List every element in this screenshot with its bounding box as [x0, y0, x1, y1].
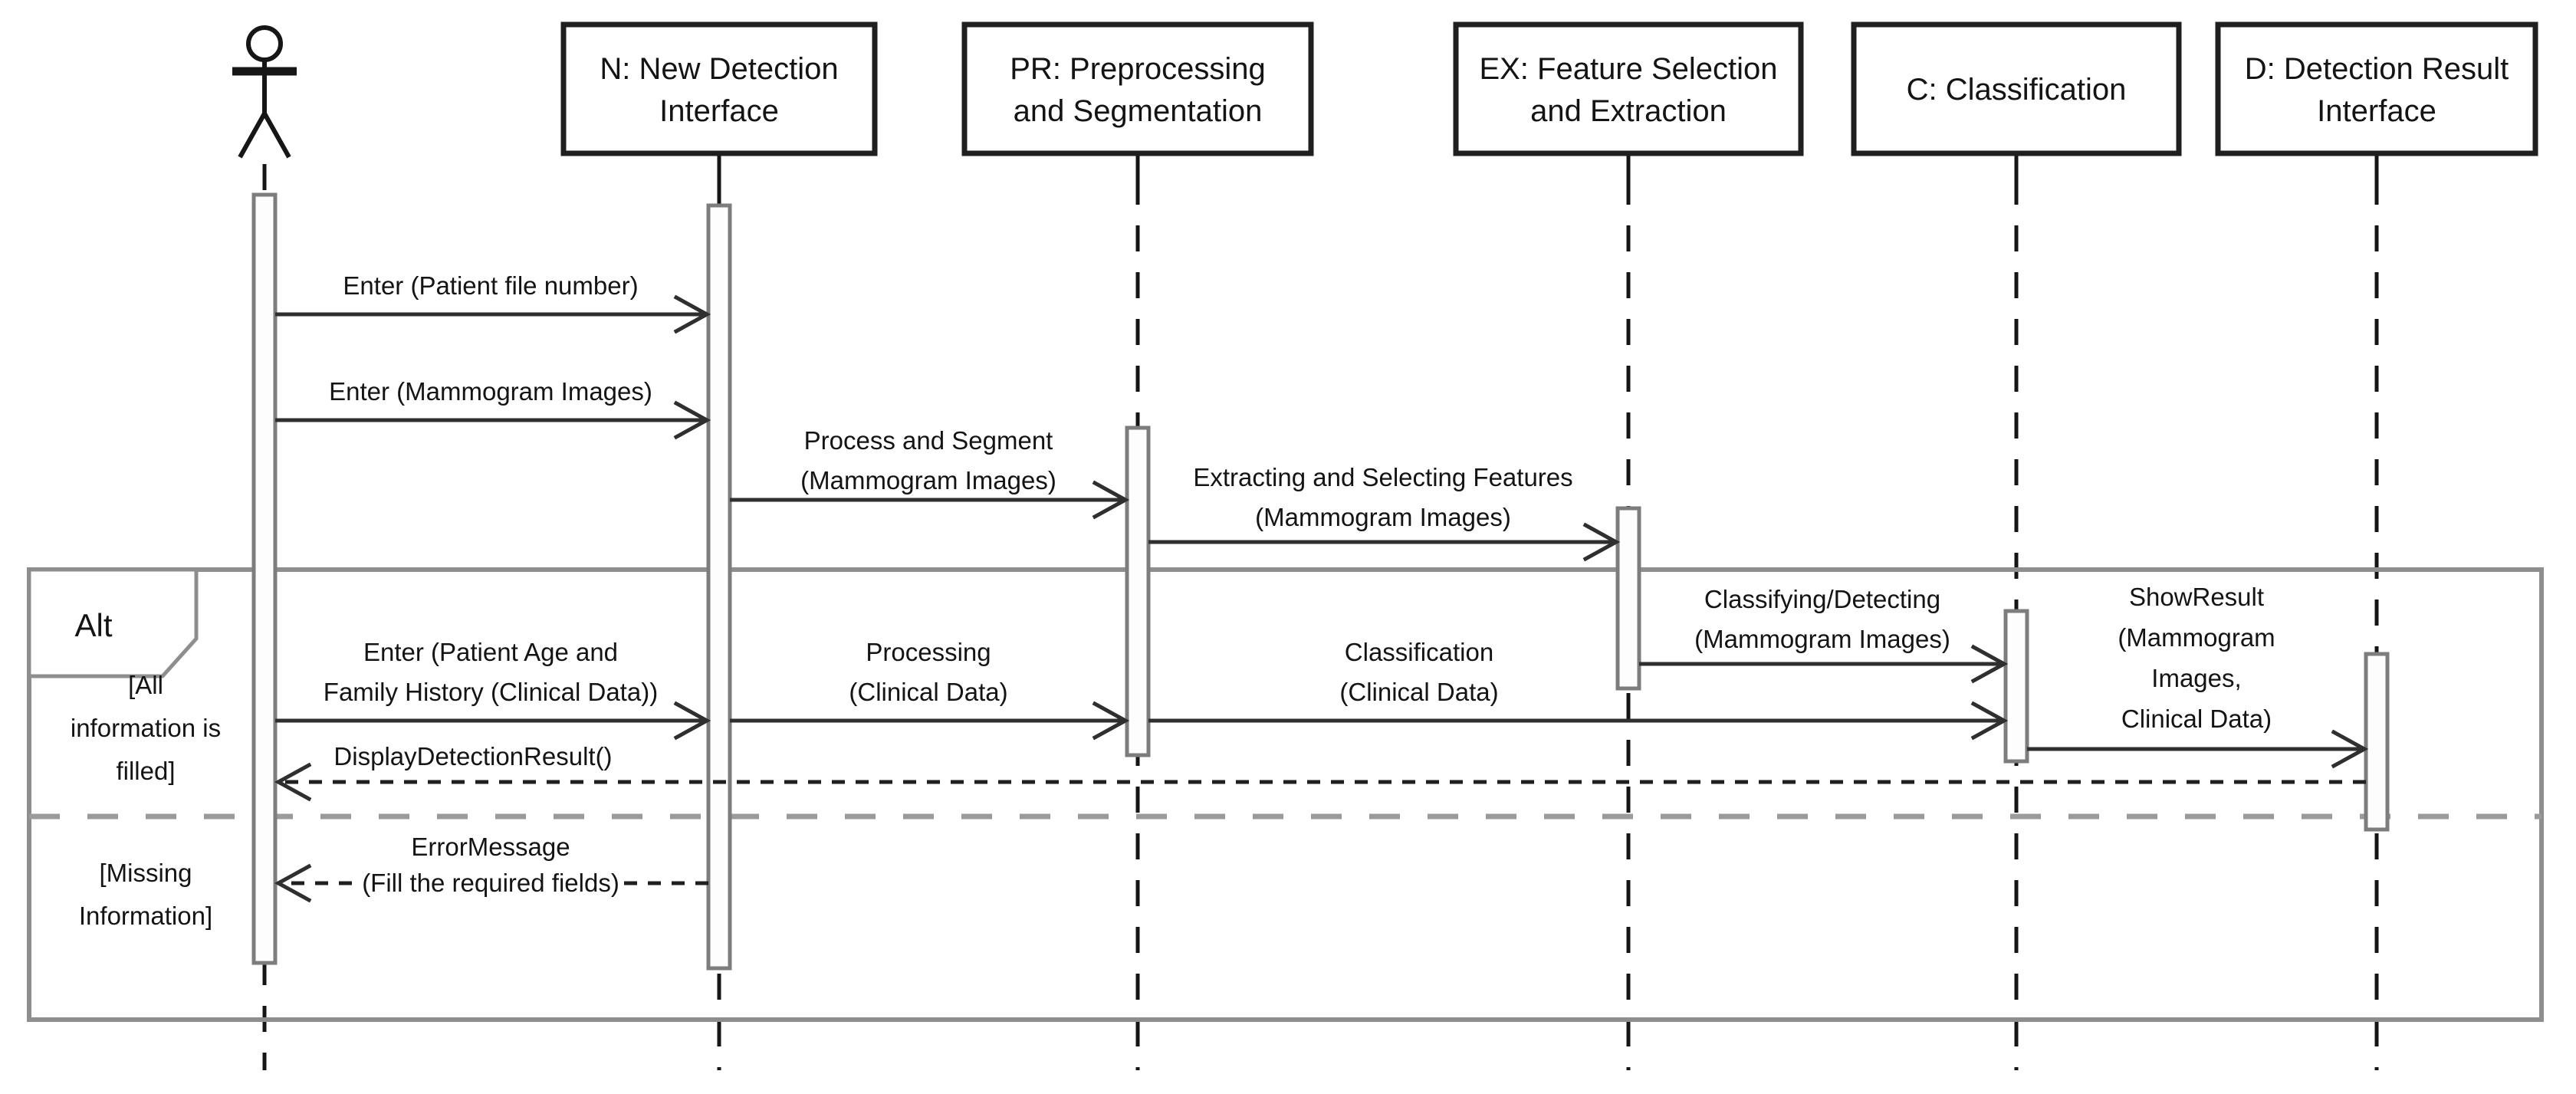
message-label: DisplayDetectionResult() — [334, 742, 612, 770]
message-label: Enter (Patient file number) — [343, 271, 638, 300]
activations — [251, 192, 2390, 971]
message-process-and-segment: Process and Segment(Mammogram Images) — [730, 426, 1130, 520]
arrowhead-icon — [274, 863, 312, 903]
alt-operator-label: Alt — [74, 607, 112, 643]
arrowhead-icon — [1092, 701, 1130, 741]
message-extracting-selecting-features: Extracting and Selecting Features(Mammog… — [1148, 463, 1621, 562]
message-enter-mammogram-images: Enter (Mammogram Images) — [275, 377, 711, 440]
participant-classification: C: Classification — [1851, 21, 2182, 156]
message-label: Classification(Clinical Data) — [1339, 638, 1498, 706]
message-error-message: ErrorMessage(Fill the required fields) — [274, 828, 708, 903]
arrowhead-icon — [673, 400, 711, 440]
arrowhead-icon — [1092, 480, 1130, 520]
message-label: Classifying/Detecting(Mammogram Images) — [1694, 585, 1950, 653]
arrowhead-icon — [673, 701, 711, 741]
arrowhead-icon — [673, 294, 711, 334]
activation-n — [706, 203, 732, 971]
alt-fragment-frame — [27, 567, 2544, 1022]
message-classification-clinical-data: Classification(Clinical Data) — [1148, 638, 2009, 741]
arrowhead-icon — [1970, 701, 2009, 741]
alt-operator-tab — [27, 567, 199, 678]
activation-ex — [1615, 506, 1641, 691]
message-label: Processing(Clinical Data) — [849, 638, 1007, 706]
arrowhead-icon — [2331, 729, 2369, 769]
message-enter-patient-file-number: Enter (Patient file number) — [275, 271, 711, 334]
message-classifying-detecting: Classifying/Detecting(Mammogram Images) — [1639, 585, 2009, 684]
messages: Enter (Patient file number) Enter (Mammo… — [274, 271, 2369, 903]
activation-c — [2003, 609, 2029, 764]
message-label: Enter (Mammogram Images) — [329, 377, 652, 406]
user-actor-icon — [232, 25, 297, 159]
message-processing-clinical-data: Processing(Clinical Data) — [730, 638, 1130, 741]
arrowhead-icon — [274, 762, 312, 802]
activation-pr — [1125, 425, 1151, 757]
arrowhead-icon — [1970, 644, 2009, 684]
message-label: ErrorMessage(Fill the required fields) — [362, 833, 619, 897]
arrowhead-icon — [1582, 522, 1621, 562]
activation-d — [2364, 652, 2390, 832]
participant-label: C: Classification — [1907, 73, 2127, 107]
message-label: Process and Segment(Mammogram Images) — [800, 426, 1056, 494]
message-label: Extracting and Selecting Features(Mammog… — [1193, 463, 1572, 531]
activation-actor — [251, 192, 278, 965]
message-display-detection-result: DisplayDetectionResult() — [274, 742, 2366, 802]
